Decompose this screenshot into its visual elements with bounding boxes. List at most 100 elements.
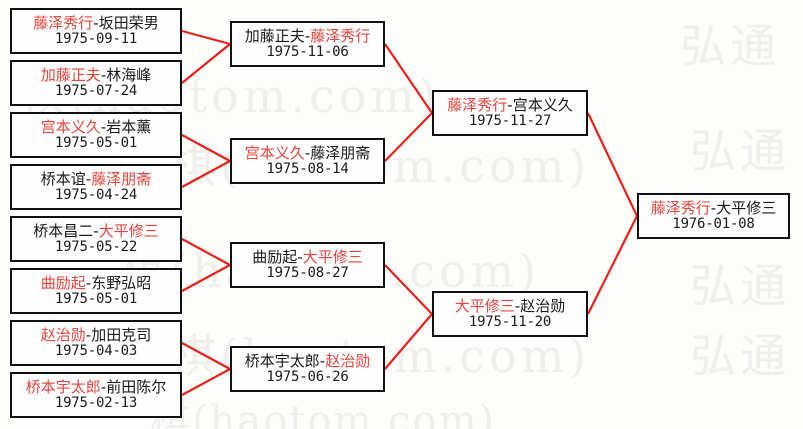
player-winner: 宫本义久: [244, 143, 305, 162]
player-separator: -: [100, 377, 107, 396]
player-loser: 桥本谊: [40, 169, 86, 188]
player-loser: 大平修三: [716, 198, 777, 217]
match-date: 1975-05-22: [54, 239, 138, 256]
player-separator: -: [304, 26, 311, 45]
connector-line: [181, 160, 231, 188]
match-players: 宫本义久-藤泽朋斋: [245, 145, 370, 161]
player-loser: 加藤正夫: [244, 26, 305, 45]
player-separator: -: [319, 351, 326, 370]
player-separator: -: [85, 325, 92, 344]
player-loser: 桥本宇太郎: [244, 351, 320, 370]
player-separator: -: [304, 143, 311, 162]
player-winner: 大平修三: [454, 296, 515, 315]
match-players: 曲励起-大平修三: [252, 249, 362, 265]
player-separator: -: [100, 117, 107, 136]
player-winner: 赵治勋: [40, 325, 86, 344]
match-players: 桥本昌二-大平修三: [33, 223, 158, 239]
match-date: 1975-07-24: [54, 83, 138, 100]
player-winner: 藤泽秀行: [33, 13, 94, 32]
connector-line: [181, 29, 231, 46]
player-winner: 加藤正夫: [40, 65, 101, 84]
player-loser: 东野弘昭: [91, 273, 152, 292]
connector-line: [181, 134, 231, 162]
player-winner: 桥本宇太郎: [25, 377, 101, 396]
match-players: 桥本宇太郎-前田陈尔: [26, 379, 166, 395]
connector-line: [384, 43, 433, 114]
connector-line: [181, 342, 231, 370]
player-loser: 桥本昌二: [33, 221, 94, 240]
player-loser: 曲励起: [252, 247, 298, 266]
match-players: 桥本宇太郎-赵治勋: [245, 353, 370, 369]
match-players: 加藤正夫-林海峰: [41, 67, 151, 83]
connector-line: [384, 313, 433, 370]
connector-line: [181, 238, 231, 266]
watermark-text: 弘通: [690, 259, 790, 313]
player-winner: 藤泽秀行: [310, 26, 371, 45]
watermark-text: 弘通: [690, 329, 790, 383]
player-winner: 宫本义久: [40, 117, 101, 136]
watermark-text: 棋(haotom.com): [150, 398, 497, 429]
connector-line: [181, 368, 231, 396]
match-date: 1975-08-27: [266, 265, 349, 282]
match-date: 1975-05-01: [54, 291, 138, 308]
match-date: 1975-06-26: [266, 369, 349, 386]
player-separator: -: [514, 296, 521, 315]
player-separator: -: [93, 13, 99, 32]
player-winner: 藤泽朋斋: [91, 169, 152, 188]
player-loser: 宫本义久: [512, 95, 573, 114]
player-separator: -: [710, 198, 717, 217]
match-players: 藤泽秀行-宫本义久: [447, 97, 572, 113]
player-loser: 前田陈尔: [106, 377, 167, 396]
connector-line: [587, 112, 638, 217]
match-date: 1975-05-01: [54, 135, 138, 152]
match-players: 曲励起-东野弘昭: [41, 275, 151, 291]
player-winner: 藤泽秀行: [447, 95, 508, 114]
connector-line: [587, 215, 638, 315]
connector-line: [181, 43, 231, 84]
connector-line: [384, 112, 433, 162]
match-date: 1975-11-20: [468, 314, 552, 331]
match-players: 加藤正夫-藤泽秀行: [245, 28, 370, 44]
player-separator: -: [93, 221, 99, 240]
connector-line: [181, 264, 231, 292]
player-separator: -: [85, 273, 92, 292]
player-winner: 曲励起: [40, 273, 86, 292]
match-players: 大平修三-赵治勋: [455, 298, 565, 314]
player-winner: 大平修三: [98, 221, 159, 240]
player-winner: 赵治勋: [325, 351, 371, 370]
player-winner: 大平修三: [302, 247, 363, 266]
match-date: 1975-09-11: [54, 31, 138, 48]
match-date: 1975-02-13: [54, 395, 138, 412]
player-separator: -: [297, 247, 303, 266]
match-date: 1975-04-24: [54, 187, 138, 204]
match-players: 宫本义久-岩本薰: [41, 119, 151, 135]
match-date: 1975-11-27: [468, 113, 552, 130]
player-loser: 藤泽朋斋: [310, 143, 371, 162]
player-separator: -: [507, 95, 513, 114]
player-loser: 岩本薰: [106, 117, 152, 136]
match-date: 1975-04-03: [54, 343, 138, 360]
match-players: 桥本谊-藤泽朋斋: [41, 171, 151, 187]
player-winner: 藤泽秀行: [650, 198, 711, 217]
player-loser: 赵治勋: [520, 296, 566, 315]
watermark-text: 弘通: [690, 124, 790, 178]
connector-line: [384, 264, 433, 315]
match-players: 藤泽秀行-大平修三: [651, 200, 776, 216]
player-loser: 坂田荣男: [98, 13, 159, 32]
